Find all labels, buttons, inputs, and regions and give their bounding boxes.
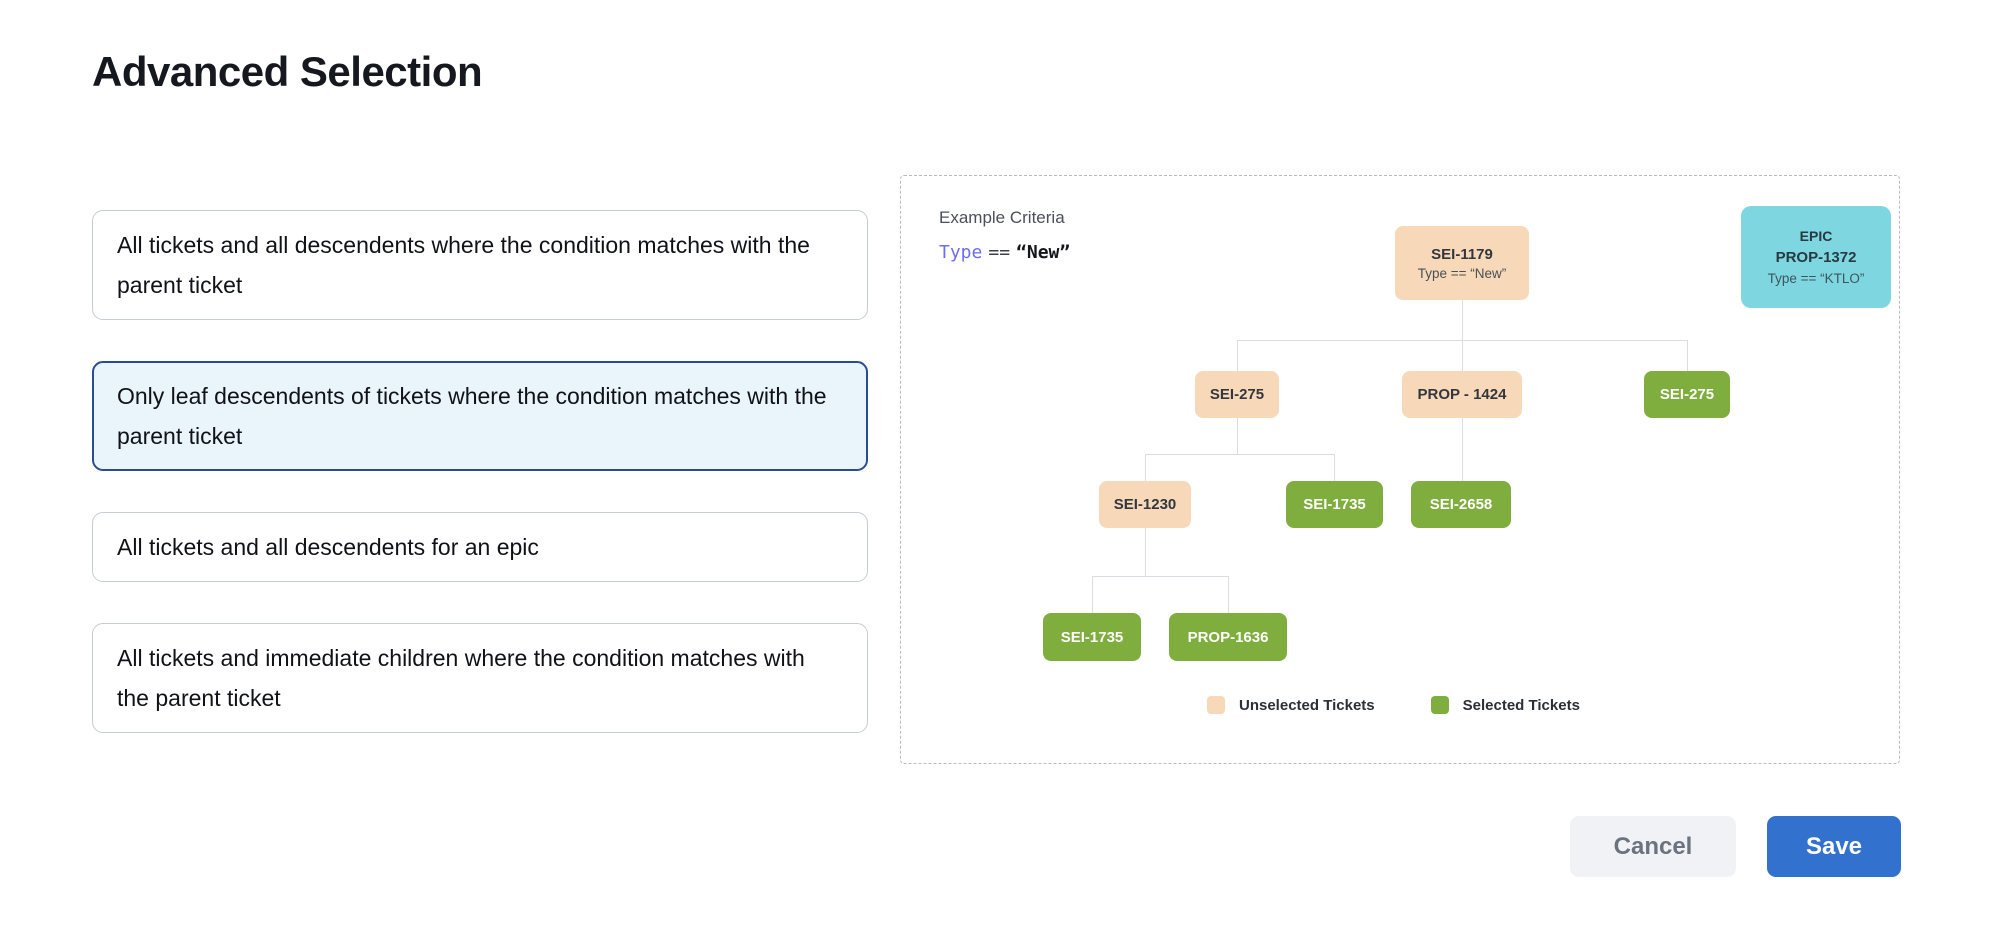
ticket-node-id: SEI-2658 [1429, 496, 1493, 513]
ticket-node: SEI-1230 [1099, 481, 1191, 528]
ticket-node: SEI-1735 [1043, 613, 1141, 661]
ticket-node-id: SEI-275 [1209, 386, 1265, 403]
ticket-node: SEI-2658 [1411, 481, 1511, 528]
option-label: All tickets and all descendents for an e… [117, 534, 539, 561]
ticket-node-id: SEI-1735 [1060, 628, 1124, 646]
example-panel: Example Criteria Type==“New” EPIC PROP-1… [900, 175, 1900, 764]
tree-legend: Unselected Tickets Selected Tickets [1207, 696, 1580, 714]
tree-connector [1145, 454, 1334, 455]
option-label: Only leaf descendents of tickets where t… [117, 383, 827, 450]
ticket-node: SEI-275 [1195, 371, 1279, 418]
tree-connector [1145, 454, 1146, 481]
legend-label: Unselected Tickets [1239, 696, 1375, 714]
save-button[interactable]: Save [1767, 816, 1901, 877]
option-card-3[interactable]: All tickets and immediate children where… [92, 623, 868, 734]
option-card-0[interactable]: All tickets and all descendents where th… [92, 210, 868, 321]
epic-card: EPIC PROP-1372 Type == “KTLO” [1741, 206, 1891, 308]
option-card-2[interactable]: All tickets and all descendents for an e… [92, 512, 868, 583]
criteria-expression: Type==“New” [939, 242, 1070, 263]
tree-connector [1092, 576, 1228, 577]
tree-connector [1145, 528, 1146, 576]
ticket-node-id: SEI-1179 [1431, 245, 1493, 263]
option-list: All tickets and all descendents where th… [92, 210, 868, 734]
page-title: Advanced Selection [92, 48, 483, 95]
ticket-node-condition: Type == “New” [1417, 265, 1507, 281]
ticket-node-id: SEI-1230 [1113, 496, 1177, 513]
ticket-node: SEI-1735 [1286, 481, 1383, 528]
ticket-node: PROP-1636 [1169, 613, 1287, 661]
epic-card-type: EPIC [1799, 228, 1833, 244]
legend-swatch [1430, 696, 1449, 714]
ticket-node-id: SEI-1735 [1303, 496, 1366, 513]
example-criteria-heading: Example Criteria [939, 208, 1065, 227]
tree-connector [1462, 340, 1463, 371]
tree-connector [1334, 454, 1335, 481]
cancel-button[interactable]: Cancel [1570, 816, 1736, 877]
tree-connector [1228, 576, 1229, 613]
tree-connector [1237, 418, 1238, 454]
criteria-field: Type [939, 242, 983, 263]
ticket-node: PROP - 1424 [1402, 371, 1522, 418]
epic-card-condition: Type == “KTLO” [1767, 271, 1865, 286]
option-label: All tickets and immediate children where… [117, 645, 805, 712]
tree-connector [1092, 576, 1093, 613]
criteria-value: “New” [1016, 242, 1071, 263]
ticket-node-id: SEI-275 [1659, 386, 1715, 403]
tree-connector [1462, 300, 1463, 340]
tree-connector [1237, 340, 1238, 371]
ticket-node: SEI-275 [1644, 371, 1730, 418]
legend-item: Selected Tickets [1430, 696, 1580, 714]
option-label: All tickets and all descendents where th… [117, 232, 810, 299]
criteria-operator: == [988, 242, 1011, 263]
tree-connector [1462, 418, 1463, 481]
legend-swatch [1207, 696, 1225, 714]
tree-connector [1687, 340, 1688, 371]
epic-card-id: PROP-1372 [1775, 249, 1857, 266]
ticket-node-id: PROP-1636 [1187, 628, 1269, 646]
legend-label: Selected Tickets [1462, 696, 1580, 714]
legend-item: Unselected Tickets [1207, 696, 1375, 714]
ticket-node-id: PROP - 1424 [1417, 386, 1507, 403]
option-card-1[interactable]: Only leaf descendents of tickets where t… [92, 361, 868, 472]
